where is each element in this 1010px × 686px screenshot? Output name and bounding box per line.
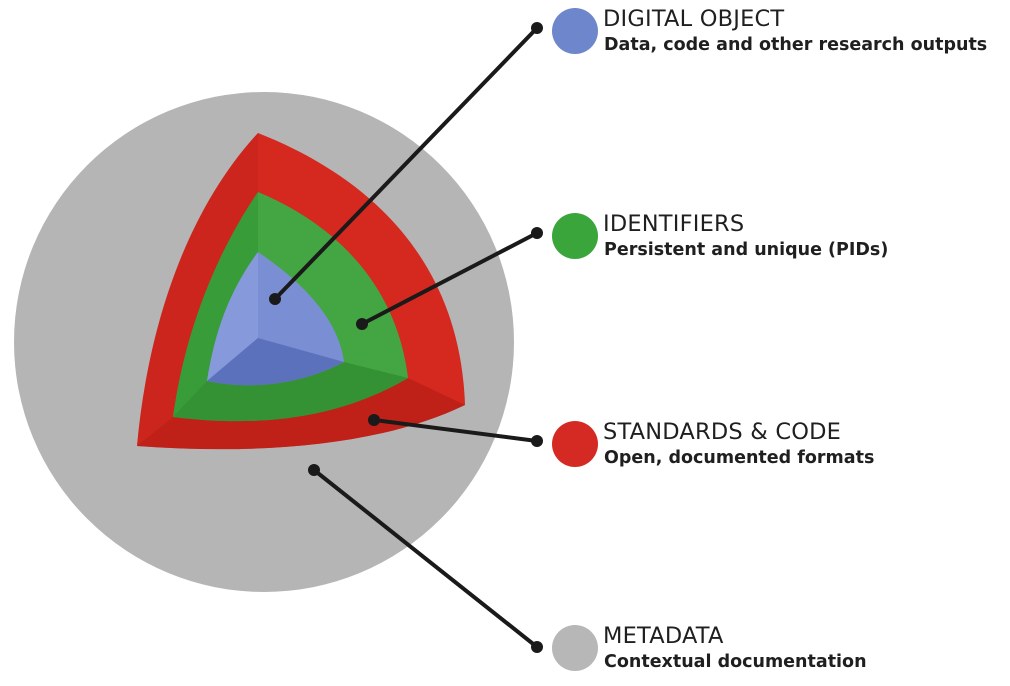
identifiers-title: IDENTIFIERS: [603, 211, 745, 237]
standards-bottom-facet: [137, 378, 465, 450]
leader-dot-metadata-inner: [308, 464, 320, 476]
leader-dot-standards-inner: [368, 414, 380, 426]
digital-object-core: [207, 252, 344, 386]
leader-dot-digital-object-inner: [269, 293, 281, 305]
digital-object-legend-dot: [552, 8, 598, 54]
metadata-legend-dot: [552, 625, 598, 671]
identifiers-legend-dot: [552, 213, 598, 259]
digital-object-title: DIGITAL OBJECT: [603, 6, 785, 32]
standards-top-facet: [137, 133, 258, 446]
leader-endpoints: [269, 22, 543, 653]
leader-dot-identifiers-inner: [356, 318, 368, 330]
leader-dot-standards-outer: [531, 435, 543, 447]
metadata-title: METADATA: [603, 623, 724, 649]
standards-subtitle: Open, documented formats: [604, 448, 875, 468]
leader-lines: [273, 26, 539, 649]
leader-dot-metadata-outer: [531, 641, 543, 653]
metadata-subtitle: Contextual documentation: [604, 652, 867, 672]
leader-line-standards: [372, 418, 539, 443]
leader-line-digital-object: [273, 26, 539, 301]
identifiers-bottom-facet: [173, 362, 408, 422]
identifiers-left-facet: [173, 192, 258, 417]
standards-title: STANDARDS & CODE: [603, 419, 842, 445]
leader-line-metadata: [312, 468, 539, 649]
leader-dot-digital-object-outer: [531, 22, 543, 34]
leader-line-identifiers: [360, 231, 539, 326]
digital-object-subtitle: Data, code and other research outputs: [604, 35, 988, 55]
digital-object-bottom-facet: [207, 338, 344, 386]
standards-legend-dot: [552, 421, 598, 467]
identifiers-subtitle: Persistent and unique (PIDs): [604, 240, 889, 260]
leader-dot-identifiers-outer: [531, 227, 543, 239]
